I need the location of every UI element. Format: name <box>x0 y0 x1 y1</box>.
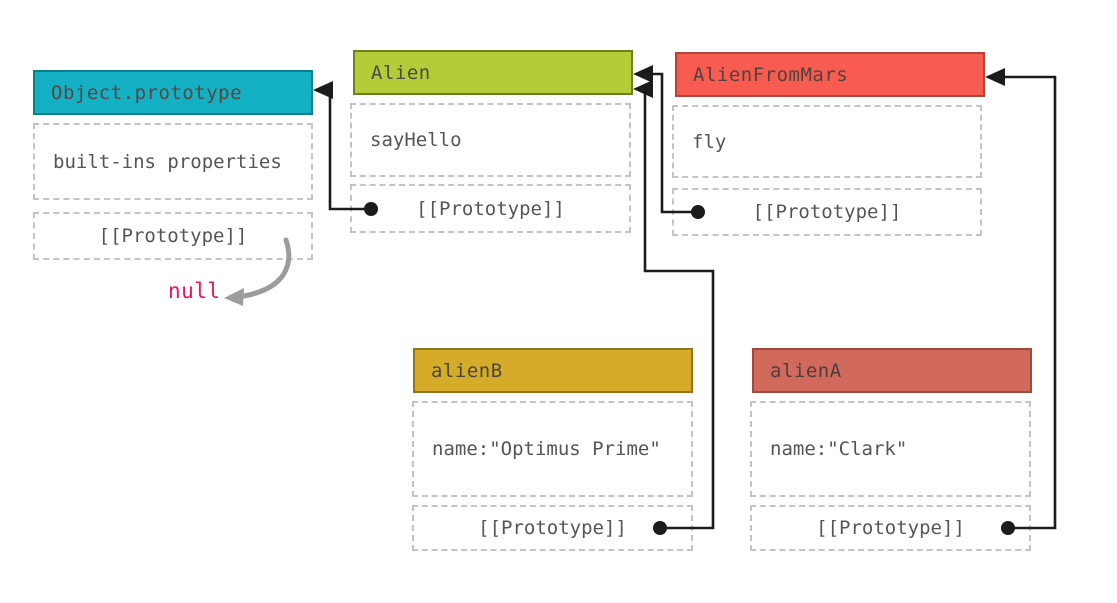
node-header-object-prototype: Object.prototype <box>33 70 313 115</box>
node-header-aliena: alienA <box>752 348 1032 393</box>
node-header-alien: Alien <box>353 50 633 95</box>
arrowhead-alienfrommars-to-alien <box>633 65 653 83</box>
arrowhead-aliena-to-alienfrommars <box>985 68 1005 86</box>
property-box-name-optimus: name:"Optimus Prime" <box>412 401 693 497</box>
prototype-slot-alienfrommars: [[Prototype]] <box>672 188 982 236</box>
node-header-alienfrommars: AlienFromMars <box>675 52 985 97</box>
arrowhead-alien-to-object-prototype <box>313 81 333 99</box>
prototype-slot-alien: [[Prototype]] <box>350 184 631 233</box>
property-box-fly: fly <box>672 105 982 178</box>
prototype-slot-aliena: [[Prototype]] <box>750 505 1031 551</box>
prototype-slot-object-prototype: [[Prototype]] <box>33 212 313 260</box>
null-label: null <box>168 279 221 303</box>
arrowhead-alienb-to-alien <box>633 80 653 98</box>
property-box-sayhello: sayHello <box>350 103 631 177</box>
property-box-builtins: built-ins properties <box>33 123 313 200</box>
property-box-name-clark: name:"Clark" <box>750 401 1031 497</box>
arrowhead-object-prototype-to-null <box>224 288 244 306</box>
node-header-alienb: alienB <box>413 348 693 393</box>
prototype-slot-alienb: [[Prototype]] <box>412 505 693 551</box>
